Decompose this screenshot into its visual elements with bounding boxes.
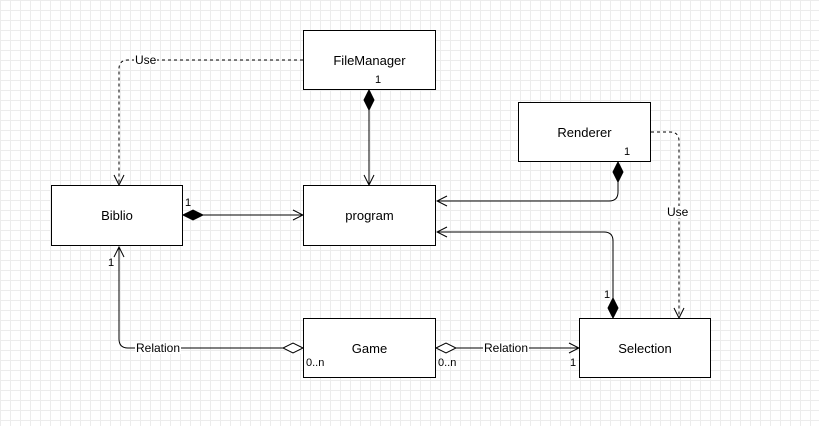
edge-label-relation-selection: Relation — [483, 341, 530, 355]
multiplicity-biblio-program: 1 — [185, 197, 192, 209]
edge-composition-renderer-program[interactable] — [437, 182, 619, 201]
class-selection[interactable]: Selection — [579, 318, 711, 378]
edge-aggregation-game-biblio[interactable] — [119, 247, 283, 349]
class-selection-label: Selection — [618, 340, 672, 356]
multiplicity-selection-program: 1 — [604, 289, 611, 301]
class-game-label: Game — [351, 340, 388, 356]
aggregation-diamond-game-biblio — [281, 342, 305, 354]
composition-diamond-filemanager — [363, 88, 375, 112]
multiplicity-game-biblio: 0..n — [306, 357, 325, 369]
class-game[interactable]: Game — [303, 318, 436, 378]
edge-use-filemanager-biblio[interactable] — [119, 59, 303, 185]
class-biblio[interactable]: Biblio — [51, 185, 183, 246]
class-program[interactable]: program — [303, 185, 436, 246]
edge-label-use-biblio: Use — [134, 53, 158, 67]
multiplicity-game-selection: 0..n — [438, 357, 457, 369]
class-biblio-label: Biblio — [101, 208, 133, 223]
multiplicity-selection-game: 1 — [570, 357, 577, 369]
multiplicity-biblio-game: 1 — [108, 257, 115, 269]
composition-diamond-selection — [607, 296, 619, 320]
aggregation-diamond-game-selection — [434, 342, 458, 354]
class-renderer-label: Renderer — [557, 124, 612, 140]
multiplicity-filemanager-program: 1 — [375, 74, 382, 86]
edge-label-use-selection: Use — [666, 205, 690, 219]
class-renderer[interactable]: Renderer — [518, 102, 651, 162]
multiplicity-renderer-program: 1 — [624, 146, 631, 158]
composition-diamond-biblio — [181, 209, 205, 221]
edge-use-renderer-selection[interactable] — [651, 131, 679, 318]
composition-diamond-renderer — [612, 160, 624, 184]
edge-label-relation-biblio: Relation — [135, 341, 182, 355]
edge-composition-selection-program[interactable] — [437, 232, 614, 298]
class-filemanager[interactable]: FileManager — [303, 30, 436, 90]
class-filemanager-label: FileManager — [333, 52, 406, 68]
class-program-label: program — [345, 208, 394, 223]
